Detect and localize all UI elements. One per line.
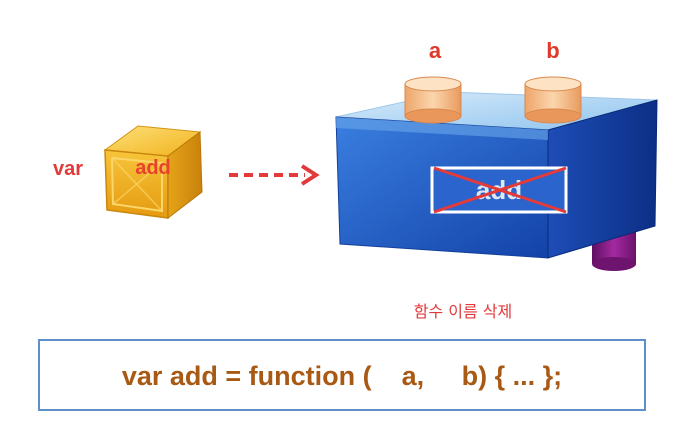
- param-a-label: a: [428, 38, 442, 63]
- parameter-cylinder-b-icon: [524, 76, 582, 124]
- gold-cube-icon: [103, 125, 203, 220]
- arrow-icon: [229, 164, 320, 186]
- function-name-label: add: [135, 157, 171, 179]
- caption: 함수 이름 삭제: [413, 302, 513, 321]
- param-b-label: b: [546, 38, 560, 63]
- code-snippet: var add = function ( a, b) { ... };: [121, 361, 563, 391]
- code-box: [38, 339, 646, 411]
- var-keyword-label: var: [53, 158, 84, 180]
- parameter-cylinder-a-icon: [404, 76, 462, 124]
